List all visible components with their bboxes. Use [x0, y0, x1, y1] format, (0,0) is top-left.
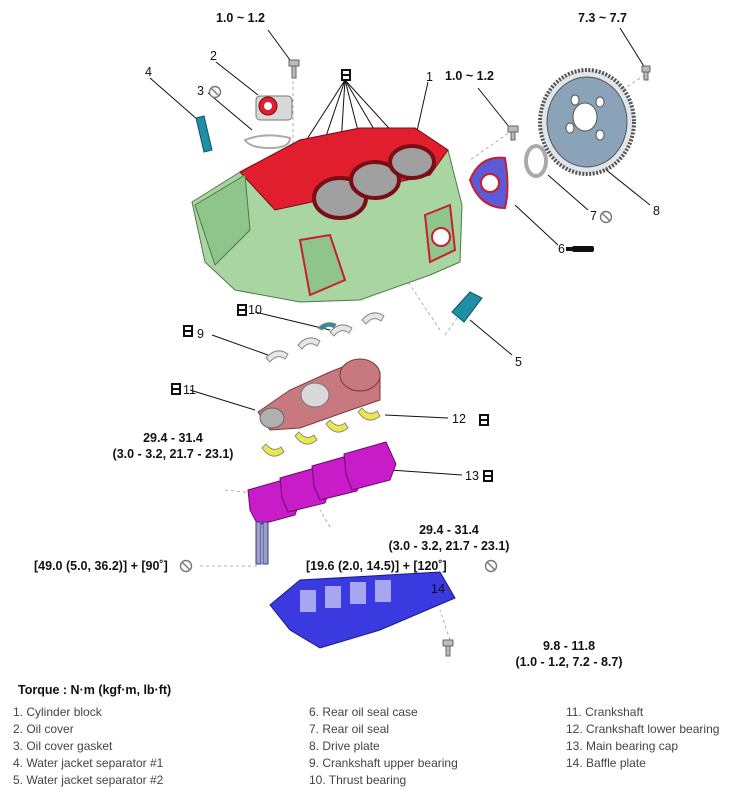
torque-value: (3.0 - 3.2, 21.7 - 23.1)	[388, 539, 510, 553]
water-jacket-separator-2	[451, 291, 483, 323]
callout-number: 3	[197, 84, 204, 98]
main-bearing-caps	[247, 441, 397, 526]
torque-label: [49.0 (5.0, 36.2)] + [90˚]	[34, 559, 168, 573]
callout-number: 10	[248, 303, 262, 317]
callout-number: 8	[653, 204, 660, 218]
do-not-reuse-icon	[484, 559, 498, 573]
drive-plate	[538, 68, 636, 176]
callout-number: 6	[558, 242, 565, 256]
legend-column-2: 6. Rear oil seal case 7. Rear oil seal 8…	[309, 704, 458, 789]
rear-oil-seal	[524, 144, 548, 178]
legend-item: 4. Water jacket separator #1	[13, 756, 164, 770]
callout-number: 5	[515, 355, 522, 369]
do-not-reuse-icon	[208, 85, 222, 99]
bolt	[641, 65, 651, 81]
replace-symbol-icon	[483, 470, 493, 482]
replace-symbol-icon	[479, 414, 489, 426]
callout-number: 1	[426, 70, 433, 84]
legend-item: 5. Water jacket separator #2	[13, 773, 164, 787]
callout-number: 7	[590, 209, 597, 223]
torque-label: 7.3 ~ 7.7	[578, 11, 627, 25]
torque-label: 9.8 - 11.8 (1.0 - 1.2, 7.2 - 8.7)	[494, 638, 644, 670]
torque-label: [19.6 (2.0, 14.5)] + [120˚]	[306, 559, 447, 573]
bolt	[288, 59, 300, 79]
replace-symbol-icon	[183, 325, 193, 337]
torque-value: (3.0 - 3.2, 21.7 - 23.1)	[112, 447, 234, 461]
baffle-plate	[269, 571, 456, 649]
callout-number: 2	[210, 49, 217, 63]
do-not-reuse-icon	[179, 559, 193, 573]
callout-number: 12	[452, 412, 466, 426]
legend-item: 6. Rear oil seal case	[309, 705, 418, 719]
oil-cover	[255, 95, 293, 121]
callout-number: 13	[465, 469, 479, 483]
legend-item: 2. Oil cover	[13, 722, 74, 736]
torque-value: 29.4 - 31.4	[143, 431, 203, 445]
torque-units-heading: Torque : N·m (kgf·m, lb·ft)	[18, 683, 172, 697]
callout-number: 4	[145, 65, 152, 79]
exploded-engine-diagram	[149, 27, 651, 657]
replace-symbol-icon	[237, 304, 247, 316]
oil-cover-gasket	[243, 134, 292, 150]
torque-label: 1.0 ~ 1.2	[445, 69, 494, 83]
do-not-reuse-icon	[599, 210, 613, 224]
torque-value: 29.4 - 31.4	[419, 523, 479, 537]
legend-item: 1. Cylinder block	[13, 705, 102, 719]
crankshaft-upper-bearings	[265, 312, 385, 363]
legend-item: 9. Crankshaft upper bearing	[309, 756, 458, 770]
replace-symbol-icon	[341, 69, 351, 81]
main-bearing-bolts	[255, 521, 269, 565]
cylinder-block	[191, 127, 463, 303]
water-jacket-separator-1	[195, 115, 213, 153]
bolt	[507, 125, 519, 141]
torque-value: 9.8 - 11.8	[542, 639, 596, 653]
callout-number: 11	[183, 383, 196, 397]
legend-item: 7. Rear oil seal	[309, 722, 390, 736]
legend-item: 13. Main bearing cap	[566, 739, 679, 753]
legend-item: 14. Baffle plate	[566, 756, 646, 770]
crankshaft	[257, 358, 381, 431]
legend-column-3: 11. Crankshaft 12. Crankshaft lower bear…	[566, 704, 719, 772]
replace-symbol-icon	[171, 383, 181, 395]
torque-label: 1.0 ~ 1.2	[216, 11, 265, 25]
legend-column-1: 1. Cylinder block 2. Oil cover 3. Oil co…	[13, 704, 163, 789]
callout-number: 9	[197, 327, 204, 341]
legend-item: 11. Crankshaft	[566, 705, 644, 719]
callout-number: 14	[431, 582, 445, 596]
legend-item: 3. Oil cover gasket	[13, 739, 113, 753]
legend-item: 8. Drive plate	[309, 739, 380, 753]
legend-item: 10. Thrust bearing	[309, 773, 407, 787]
torque-value: (1.0 - 1.2, 7.2 - 8.7)	[515, 655, 623, 669]
torque-label: 29.4 - 31.4 (3.0 - 3.2, 21.7 - 23.1)	[88, 430, 258, 462]
legend-item: 12. Crankshaft lower bearing	[566, 722, 720, 736]
rear-oil-seal-case	[468, 156, 509, 210]
bolt	[442, 639, 454, 657]
crankshaft-lower-bearings	[261, 407, 381, 457]
sealant-tube-icon	[566, 246, 594, 252]
torque-label: 29.4 - 31.4 (3.0 - 3.2, 21.7 - 23.1)	[364, 522, 534, 554]
